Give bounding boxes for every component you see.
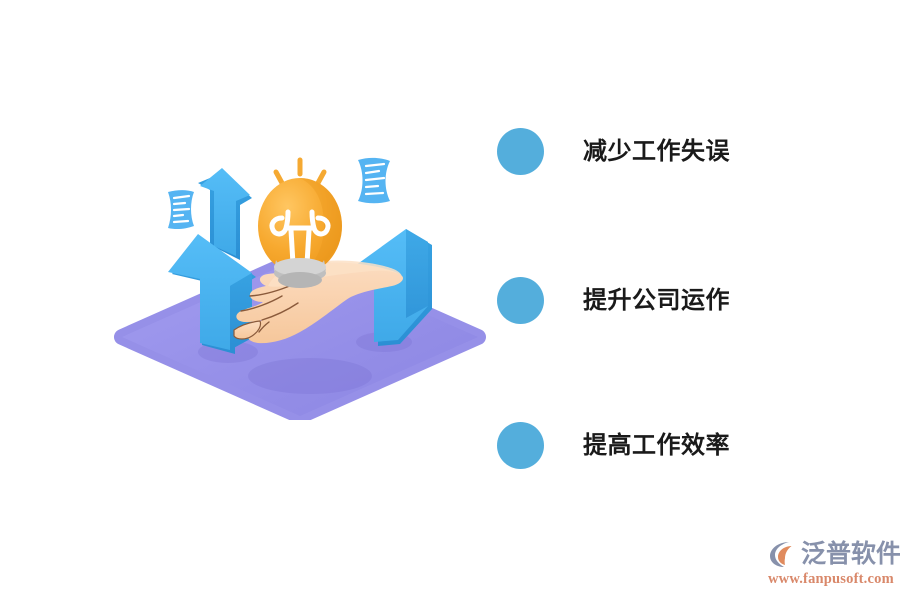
watermark-logo: 泛普软件 www.fanpusoft.com xyxy=(768,538,900,590)
bullet-item-3: 提高工作效率 xyxy=(497,422,730,469)
fanpusoft-logo-icon xyxy=(770,542,794,567)
document-sheet-right xyxy=(358,157,390,204)
bullet-dot-3 xyxy=(497,422,544,469)
illustration-hand-holding-lightbulb xyxy=(110,140,490,420)
bullet-dot-1 xyxy=(497,128,544,175)
lightbulb-filament xyxy=(269,209,331,267)
document-sheet-left xyxy=(168,190,194,230)
lightbulb-rays xyxy=(273,157,327,186)
bullet-dot-2 xyxy=(497,277,544,324)
watermark-brand-text: 泛普软件 xyxy=(801,540,900,568)
bullet-label-2: 提升公司运作 xyxy=(583,287,730,314)
arrow-up-back-left xyxy=(198,168,252,260)
lightbulb-base xyxy=(274,258,326,288)
lightbulb xyxy=(258,157,342,288)
watermark-url-text: www.fanpusoft.com xyxy=(768,571,894,587)
bullet-item-2: 提升公司运作 xyxy=(497,277,730,324)
bullet-item-1: 减少工作失误 xyxy=(497,128,730,175)
bullet-label-1: 减少工作失误 xyxy=(583,138,730,165)
bullet-label-3: 提高工作效率 xyxy=(583,432,730,459)
watermark-top-row: 泛普软件 xyxy=(768,538,900,570)
